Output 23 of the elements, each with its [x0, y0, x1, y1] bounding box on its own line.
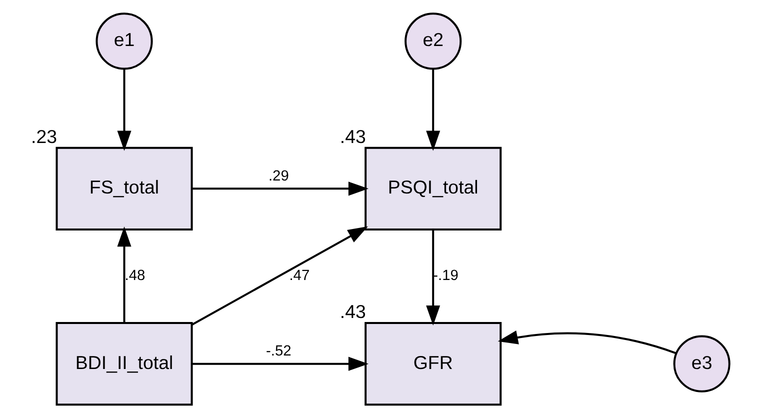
node-label: .43 [340, 300, 366, 322]
arrow [117, 69, 132, 151]
edge-label: .48 [124, 268, 146, 284]
node-label: .23 [31, 126, 58, 147]
node-box: PSQI_total [364, 146, 502, 230]
arrow [426, 230, 440, 326]
node-box: FS_total [56, 146, 193, 230]
edge-label: .29 [268, 168, 289, 184]
node-box: BDI_II_total [56, 322, 193, 406]
arrow [192, 182, 369, 196]
edge-label: -.19 [433, 268, 458, 284]
node-circle: e1 [96, 12, 153, 70]
arrow [191, 226, 368, 326]
arrow [498, 330, 676, 354]
node-label: .43 [340, 126, 366, 147]
node-circle: e3 [673, 335, 730, 392]
arrow [426, 69, 440, 151]
edge-label: -.52 [266, 344, 292, 360]
node-circle: e2 [404, 12, 462, 70]
arrow [117, 226, 132, 322]
node-box: GFR [364, 322, 502, 406]
arrow [192, 356, 369, 371]
edge-label: .47 [289, 268, 310, 284]
